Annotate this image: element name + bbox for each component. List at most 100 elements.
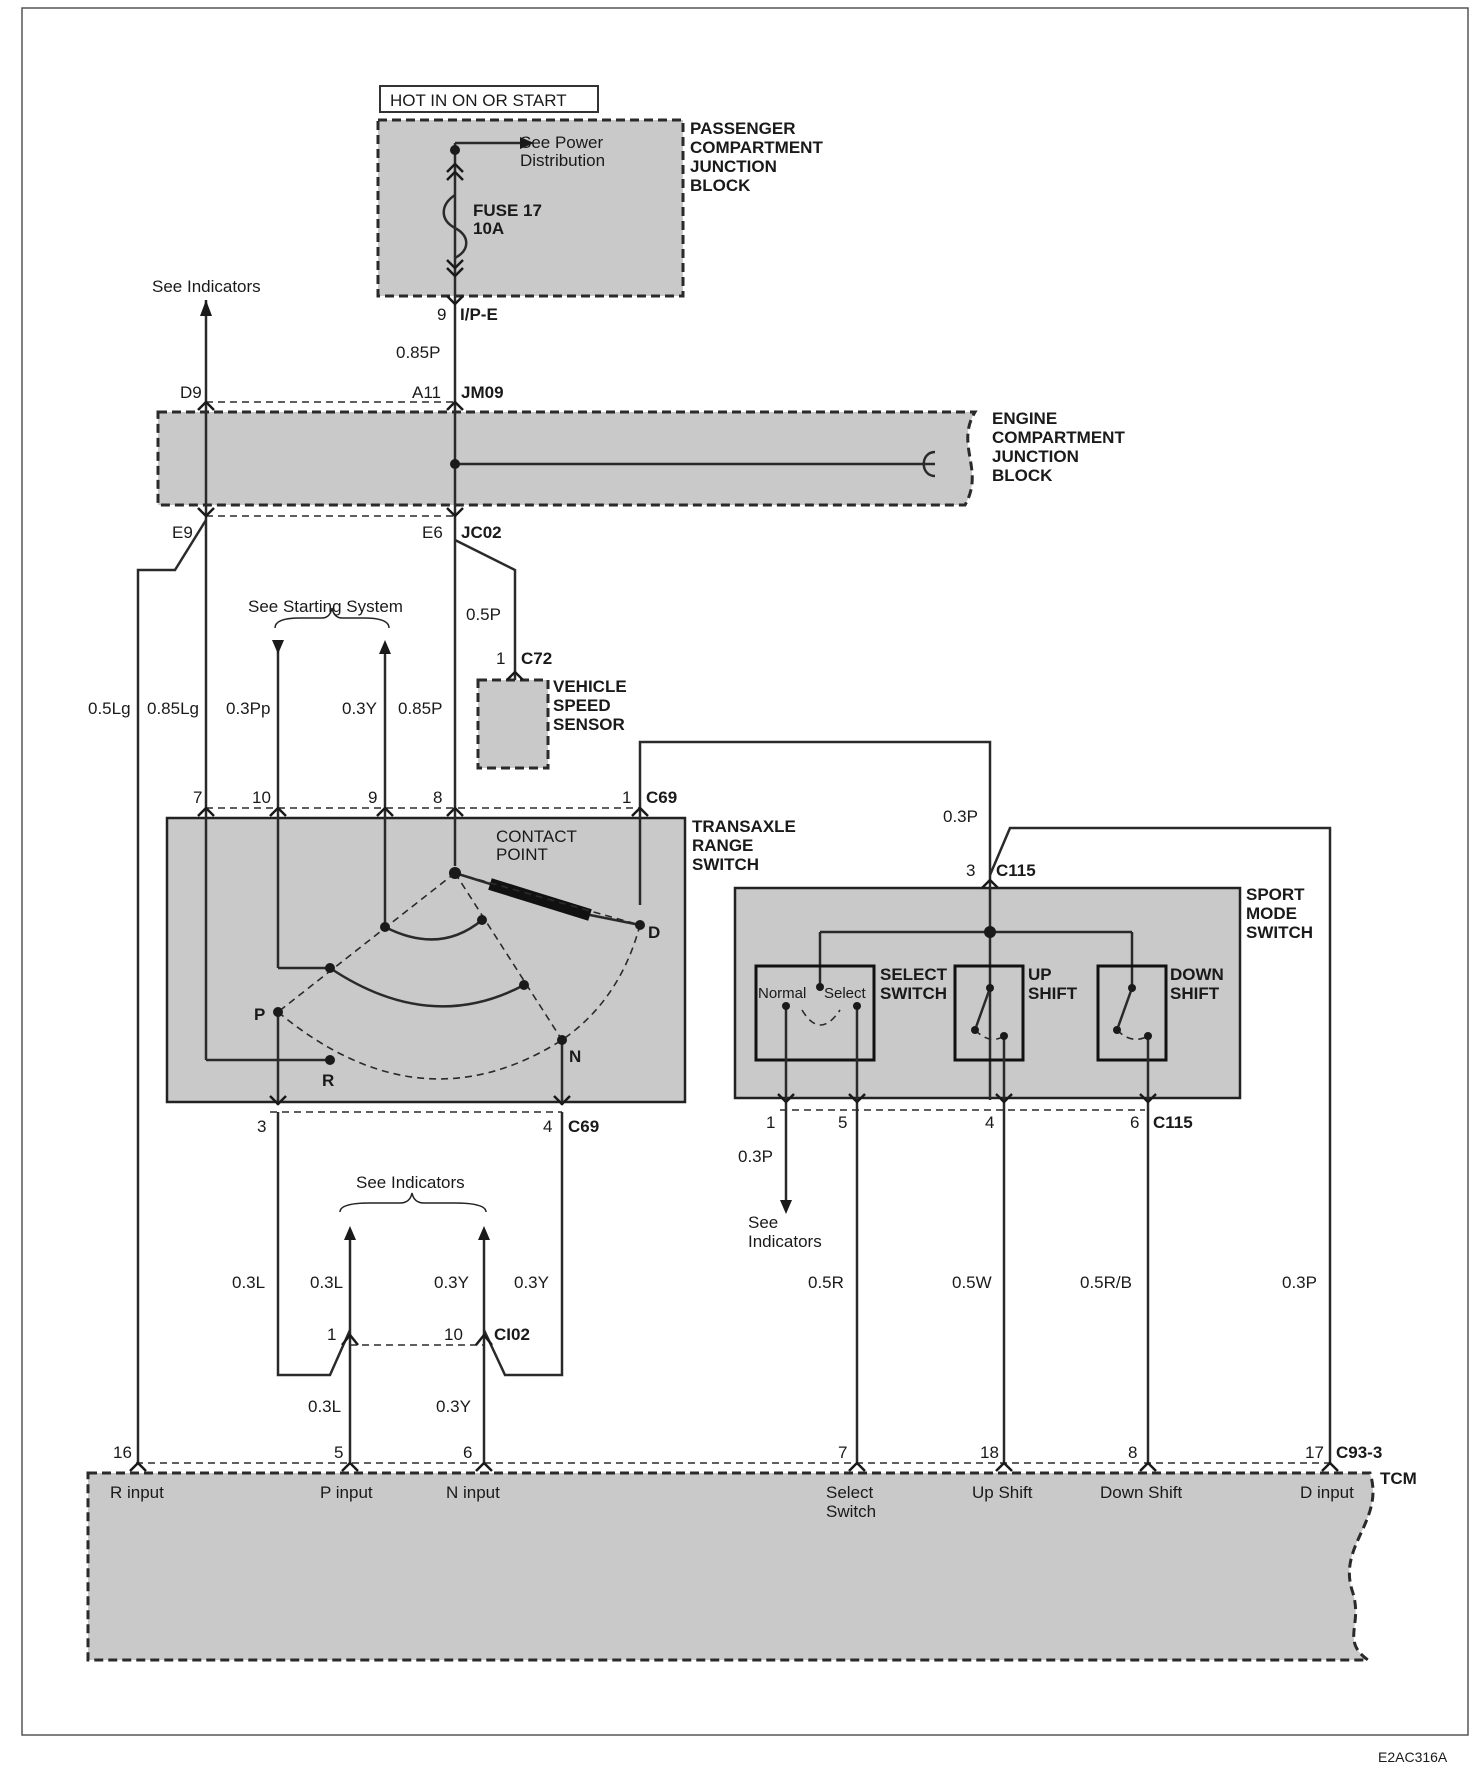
- vss-label-3: SENSOR: [553, 715, 625, 734]
- select-switch-input-2: Switch: [826, 1502, 876, 1521]
- pcjb-label-1: PASSENGER: [690, 119, 796, 138]
- c69-pin-9: 9: [368, 788, 377, 807]
- tcm-pin-17: 17: [1305, 1443, 1324, 1462]
- down-shift-label-2: SHIFT: [1170, 984, 1220, 1003]
- see-indicators-left: See Indicators: [152, 277, 261, 296]
- brace-starting: [274, 607, 390, 629]
- fuse-label-2: 10A: [473, 219, 504, 238]
- pcjb-label-3: JUNCTION: [690, 157, 777, 176]
- page-frame: [21, 7, 1469, 1736]
- hot-label: HOT IN ON OR START: [390, 91, 567, 110]
- brace-indicators: [339, 1192, 487, 1213]
- see-starting-system: See Starting System: [248, 597, 403, 616]
- ci02-pin-10: 10: [444, 1325, 463, 1344]
- pos-d: D: [648, 923, 660, 942]
- arrow-start-down: [272, 640, 284, 654]
- up-shift-contact: [973, 987, 992, 1031]
- tcm-pin-5: 5: [334, 1443, 343, 1462]
- wire-03l-b: 0.3L: [310, 1273, 343, 1292]
- pos-n: N: [569, 1047, 581, 1066]
- select-switch-input-1: Select: [826, 1483, 874, 1502]
- wire-05r: 0.5R: [808, 1273, 844, 1292]
- down-shift-label-1: DOWN: [1170, 965, 1224, 984]
- see-power-2: Distribution: [520, 151, 605, 170]
- wire-03l-p: [276, 1112, 352, 1377]
- transaxle-range-switch-block: [165, 816, 687, 1104]
- wire-05lg: [136, 519, 208, 1463]
- wire-03y-start: 0.3Y: [342, 699, 377, 718]
- ecjb-label-3: JUNCTION: [992, 447, 1079, 466]
- arrow-see-power: [520, 137, 534, 149]
- tcm-pin-6: 6: [463, 1443, 472, 1462]
- wire-03y-c: 0.3Y: [436, 1397, 471, 1416]
- contact-arc: [277, 924, 641, 1080]
- wire-03y-n: [482, 1112, 564, 1377]
- ci02-pin-1: 1: [327, 1325, 336, 1344]
- down-shift-input-label: Down Shift: [1100, 1483, 1182, 1502]
- trs-arc-small: [384, 919, 483, 941]
- wire-05lg: 0.5Lg: [88, 699, 131, 718]
- trs-label-3: SWITCH: [692, 855, 759, 874]
- wire-03p-c115: [638, 740, 992, 905]
- c115-top-label: C115: [996, 861, 1036, 880]
- c93-label: C93-3: [1336, 1443, 1382, 1462]
- wire-03p-top: 0.3P: [943, 807, 978, 826]
- arrow-see-ind-p: [344, 1226, 356, 1240]
- up-shift-input-label: Up Shift: [972, 1483, 1033, 1502]
- up-shift-label-2: SHIFT: [1028, 984, 1078, 1003]
- wire-03l-a: 0.3L: [232, 1273, 265, 1292]
- d9-label: D9: [180, 383, 202, 402]
- c72-pin: 1: [496, 649, 505, 668]
- vss-label-1: VEHICLE: [553, 677, 627, 696]
- select-switch-label-2: SWITCH: [880, 984, 947, 1003]
- wire-03pp: 0.3Pp: [226, 699, 270, 718]
- wire-03l-c: 0.3L: [308, 1397, 341, 1416]
- contact-sweep-lines: [277, 872, 641, 1041]
- wire-05w: 0.5W: [952, 1273, 992, 1292]
- c115-bottom-label: C115: [1153, 1113, 1193, 1132]
- wire-03p-d: 0.3P: [1282, 1273, 1317, 1292]
- wire-085p-top: 0.85P: [396, 343, 440, 362]
- c69-top-label: C69: [646, 788, 677, 807]
- contact-point-2: POINT: [496, 845, 548, 864]
- wire-03y-b: 0.3Y: [514, 1273, 549, 1292]
- tcm-block: [86, 1471, 1375, 1662]
- trs-label-1: TRANSAXLE: [692, 817, 796, 836]
- contact-point-bar: [488, 878, 592, 921]
- sms-label-3: SWITCH: [1246, 923, 1313, 942]
- vss-label-2: SPEED: [553, 696, 611, 715]
- select-label: Select: [824, 985, 867, 1002]
- ecjb-label-1: ENGINE: [992, 409, 1057, 428]
- c115-pin-1: 1: [766, 1113, 775, 1132]
- connector-chevrons: [129, 162, 1339, 1472]
- wire-03p-dinput: [988, 826, 1332, 1463]
- e6-label: E6: [422, 523, 443, 542]
- vehicle-speed-sensor-block: [476, 678, 550, 770]
- see-indicators-right-2: Indicators: [748, 1232, 822, 1251]
- d-input-label: D input: [1300, 1483, 1354, 1502]
- figure-code: E2AC316A: [1378, 1749, 1448, 1765]
- tcm-pin-16: 16: [113, 1443, 132, 1462]
- normal-label: Normal: [758, 985, 806, 1002]
- passenger-junction-block: [376, 118, 685, 298]
- engine-junction-block: [156, 410, 978, 507]
- r-input-label: R input: [110, 1483, 164, 1502]
- see-indicators-mid: See Indicators: [356, 1173, 465, 1192]
- select-switch-label-1: SELECT: [880, 965, 948, 984]
- wire-05p-vss: [454, 538, 517, 680]
- c69-pin-10: 10: [252, 788, 271, 807]
- arrow-start-up: [379, 640, 391, 654]
- e9-label: E9: [172, 523, 193, 542]
- c69-pin-7: 7: [193, 788, 202, 807]
- c69-pin-8: 8: [433, 788, 442, 807]
- pcjb-label-2: COMPARTMENT: [690, 138, 823, 157]
- ecjb-label-4: BLOCK: [992, 466, 1053, 485]
- wire-ecjb-end: [922, 450, 936, 478]
- wire-03y-a: 0.3Y: [434, 1273, 469, 1292]
- c115-pin-5: 5: [838, 1113, 847, 1132]
- sms-label-2: MODE: [1246, 904, 1297, 923]
- wire-085p-mid: 0.85P: [398, 699, 442, 718]
- ecjb-label-2: COMPARTMENT: [992, 428, 1125, 447]
- pos-r: R: [322, 1071, 334, 1090]
